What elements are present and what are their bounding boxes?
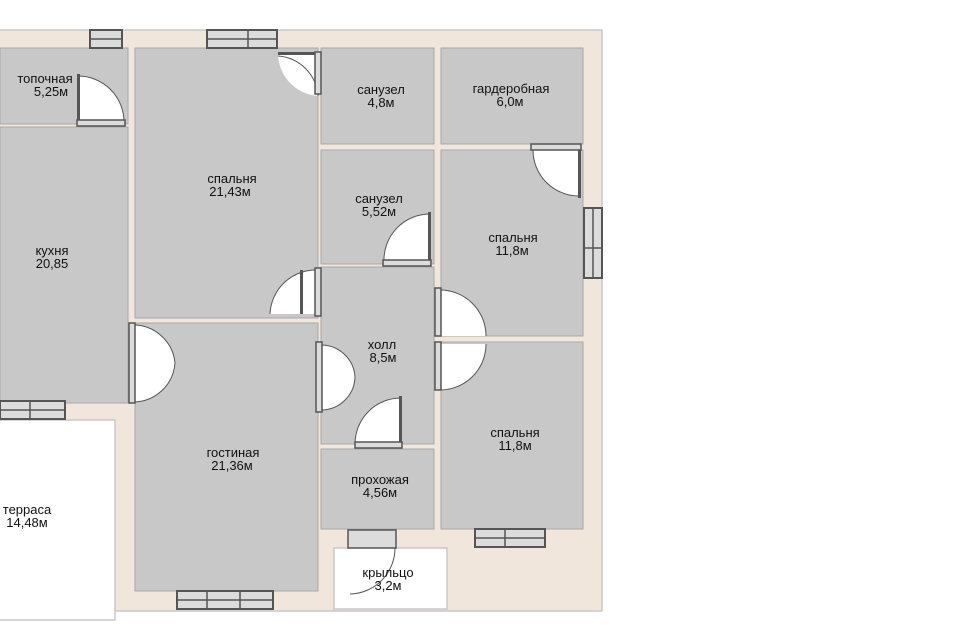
room-kitchen <box>0 126 129 404</box>
window-boiler <box>89 29 123 49</box>
label-boiler-name: топочная <box>17 71 72 86</box>
door-living <box>128 322 176 404</box>
door-hall-left <box>315 341 356 413</box>
label-kitchen-area: 20,85 <box>36 256 69 271</box>
label-bedroom-2-name: спальня <box>488 230 537 245</box>
label-hall-name: холл <box>368 337 396 352</box>
label-bathroom-1-area: 4,8м <box>367 95 394 110</box>
label-porch-area: 3,2м <box>374 578 401 593</box>
window-living <box>176 590 274 610</box>
door-bedroom-1-bottom <box>269 267 322 317</box>
label-bedroom-1-name: спальня <box>207 171 256 186</box>
label-boiler-area: 5,25м <box>34 84 68 99</box>
label-living-area: 21,36м <box>211 458 253 473</box>
label-bedroom-3-area: 11,8м <box>498 438 531 453</box>
door-boiler <box>76 74 126 127</box>
window-kitchen <box>0 400 66 420</box>
room-bathroom-1 <box>320 47 435 145</box>
window-bedroom-1 <box>206 29 278 49</box>
terrace-area <box>0 419 116 621</box>
label-hallway-name: прохожая <box>351 472 409 487</box>
label-kitchen-name: кухня <box>35 243 68 258</box>
window-bedroom-2 <box>583 207 603 279</box>
label-terrace-area: 14,48м <box>6 515 48 530</box>
room-wardrobe <box>440 47 584 145</box>
label-terrace-name: терраса <box>3 502 52 517</box>
label-bathroom-1-name: санузел <box>357 82 405 97</box>
room-bedroom-1 <box>134 47 319 319</box>
label-bedroom-1-area: 21,43м <box>209 184 251 199</box>
label-living-name: гостиная <box>207 445 260 460</box>
door-bedroom-3 <box>434 341 487 391</box>
label-bathroom-2-area: 5,52м <box>362 204 396 219</box>
door-bathroom-2 <box>382 212 432 267</box>
label-bedroom-3-name: спальня <box>490 425 539 440</box>
label-bedroom-2-area: 11,8м <box>495 243 528 258</box>
door-entrance <box>347 529 397 595</box>
door-bedroom-2 <box>434 287 487 337</box>
window-bedroom-3 <box>474 528 546 548</box>
label-wardrobe-name: гардеробная <box>473 81 550 96</box>
label-bathroom-2-name: санузел <box>355 191 403 206</box>
label-hallway-area: 4,56м <box>363 485 397 500</box>
label-wardrobe-area: 6,0м <box>496 94 523 109</box>
label-porch-name: крыльцо <box>362 565 413 580</box>
watermark: домклик <box>0 590 73 612</box>
door-bedroom-1-top <box>277 51 322 97</box>
door-hall-bottom <box>354 396 403 449</box>
door-wardrobe <box>530 143 582 198</box>
label-hall-area: 8,5м <box>369 350 396 365</box>
room-hallway <box>320 448 435 530</box>
